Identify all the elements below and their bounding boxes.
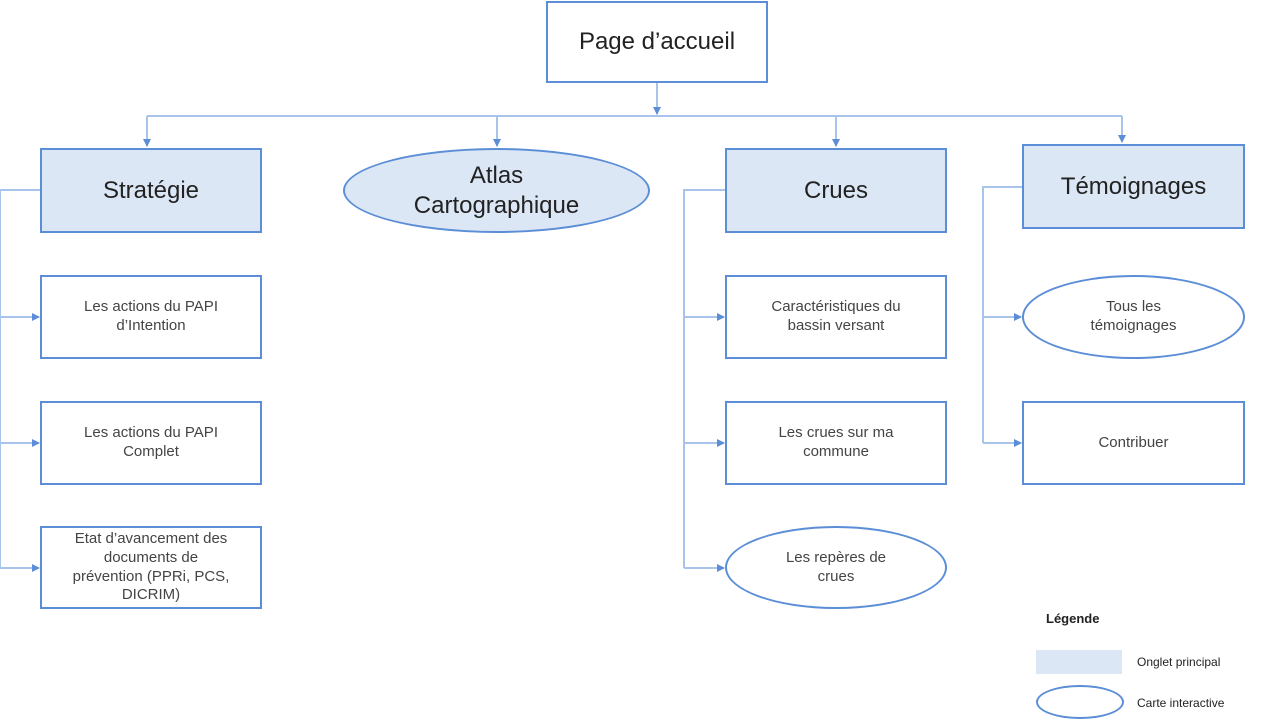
strategie-node: Stratégie (40, 148, 262, 233)
temoignages-child-contribuer: Contribuer (1022, 401, 1245, 485)
page-accueil-node: Page d’accueil (546, 1, 768, 83)
strategie-child-2-label: Les actions du PAPI Complet (84, 424, 218, 460)
legend-main-tab-swatch (1036, 650, 1122, 674)
strategie-child-papi-complet: Les actions du PAPI Complet (40, 401, 262, 485)
temoignages-spine-line (982, 186, 1023, 443)
legend-title: Légende (1046, 611, 1100, 626)
temoignages-label: Témoignages (1060, 172, 1207, 200)
crues-child-2-label: Les crues sur ma commune (778, 424, 894, 460)
strategie-child-etat-avancement: Etat d’avancement des documents de préve… (40, 526, 262, 609)
crues-child-3-label: Les repères de crues (785, 548, 887, 585)
crues-label: Crues (803, 176, 869, 204)
crues-spine-line (683, 189, 726, 568)
crues-child-bassin-versant: Caractéristiques du bassin versant (725, 275, 947, 359)
strategie-child-3-label: Etat d’avancement des documents de préve… (72, 530, 230, 604)
crues-child-1-label: Caractéristiques du bassin versant (771, 298, 901, 334)
strategie-spine-line (0, 189, 41, 568)
crues-child-reperes-crues: Les repères de crues (725, 526, 947, 609)
atlas-cartographique-label: Atlas Cartographique (413, 161, 580, 219)
atlas-cartographique-node: Atlas Cartographique (343, 148, 650, 233)
temoignages-child-tous: Tous les témoignages (1022, 275, 1245, 359)
strategie-child-1-label: Les actions du PAPI d’Intention (84, 298, 218, 334)
strategie-label: Stratégie (102, 176, 200, 204)
temoignages-child-2-label: Contribuer (1098, 433, 1169, 451)
temoignages-node: Témoignages (1022, 144, 1245, 229)
crues-child-crues-commune: Les crues sur ma commune (725, 401, 947, 485)
legend-interactive-map-label: Carte interactive (1137, 696, 1225, 710)
legend-interactive-map-swatch (1036, 685, 1124, 719)
temoignages-child-1-label: Tous les témoignages (1090, 298, 1177, 334)
crues-node: Crues (725, 148, 947, 233)
legend-main-tab-label: Onglet principal (1137, 655, 1221, 669)
strategie-child-papi-intention: Les actions du PAPI d’Intention (40, 275, 262, 359)
page-accueil-label: Page d’accueil (578, 28, 736, 55)
